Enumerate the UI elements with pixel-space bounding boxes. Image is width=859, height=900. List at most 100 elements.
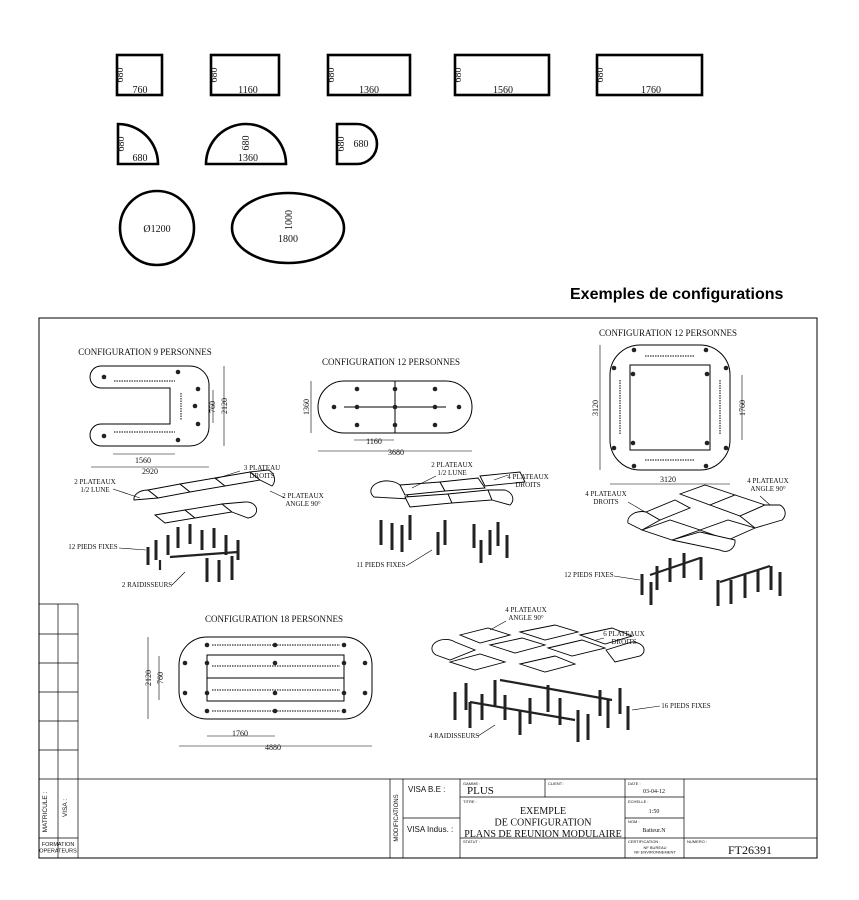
config-title: CONFIGURATION 12 PERSONNES xyxy=(322,357,460,367)
visa-indus-label: VISA Indus. : xyxy=(407,825,453,834)
numero-label: NUMERO : xyxy=(687,839,707,844)
text-line: 4 PLATEAUX xyxy=(505,606,546,614)
text-line: 6 PLATEAUX xyxy=(603,630,644,638)
dim-label: 680 xyxy=(453,68,464,83)
dim-label: 760 xyxy=(156,672,165,684)
dim-label: 680 xyxy=(133,153,148,164)
client-label: CLIENT : xyxy=(548,781,564,786)
gamme-label: GAMME : xyxy=(463,781,480,786)
module-catalog: 680 760 680 1160 680 1360 680 1560 680 1… xyxy=(115,53,704,267)
dim-label: 3120 xyxy=(591,400,600,416)
certification-label: CERTIFICATION : xyxy=(628,839,661,844)
module-rect-1560: 680 1560 xyxy=(453,53,551,97)
text-line: DROITS xyxy=(249,472,274,480)
text-line: DE CONFIGURATION xyxy=(495,818,592,829)
echelle-value: 1:50 xyxy=(649,809,660,815)
nom-value: Batteur.N xyxy=(642,828,666,834)
dim-label: 680 xyxy=(116,137,127,152)
dim-label: 680 xyxy=(354,139,369,150)
text-line: OPERATEURS xyxy=(39,848,77,854)
titre-label: TITRE : xyxy=(463,799,477,804)
dim-label: 680 xyxy=(326,68,337,83)
module-rect-1160: 680 1160 xyxy=(209,53,281,97)
dim-label: 2120 xyxy=(220,398,229,414)
gamme-value: PLUS xyxy=(467,785,494,797)
config-12a-plan: CONFIGURATION 12 PERSONNES 1360 1160 368… xyxy=(302,357,473,457)
module-rect-1360: 680 1360 xyxy=(326,53,412,97)
text-line: 2 PLATEAUX xyxy=(431,461,472,469)
text-line: 3 PLATEAU xyxy=(244,464,280,472)
text-line: ANGLE 90° xyxy=(285,500,320,508)
callout-text: 12 PIEDS FIXES xyxy=(564,571,614,579)
dim-label: 1560 xyxy=(493,85,513,96)
modifications-label: MODIFICATIONS xyxy=(394,794,400,841)
module-round-table: Ø1200 xyxy=(118,189,196,267)
config-18-plan: CONFIGURATION 18 PERSONNES 760 2120 1760… xyxy=(144,614,373,752)
sheet-frame xyxy=(38,317,818,859)
dim-label: 1160 xyxy=(366,437,382,446)
nom-label: NOM : xyxy=(628,819,640,824)
dim-label: 1800 xyxy=(278,234,298,245)
dim-label: Ø1200 xyxy=(143,224,170,235)
text-line: FORMATION xyxy=(42,842,75,848)
text-line: DROITS xyxy=(611,638,636,646)
dim-label: 4880 xyxy=(265,743,281,752)
text-line: 4 PLATEAUX xyxy=(585,490,626,498)
text-line: 2 PLATEAUX xyxy=(282,492,323,500)
dim-label: 1560 xyxy=(135,456,151,465)
config-title: CONFIGURATION 18 PERSONNES xyxy=(205,614,343,624)
text-line: ANGLE 90° xyxy=(508,614,543,622)
text-line: NF ENVIRONNEMENT xyxy=(634,850,676,855)
dim-label: 3680 xyxy=(388,448,404,457)
numero-value: FT26391 xyxy=(728,843,772,857)
dim-label: 680 xyxy=(209,68,220,83)
module-half-moon: 680 1360 xyxy=(204,122,288,166)
statut-label: STATUT : xyxy=(463,839,480,844)
visa-be-label: VISA B.E : xyxy=(408,785,445,794)
dim-label: 1760 xyxy=(738,400,747,416)
dim-label: 1000 xyxy=(284,210,295,230)
text-line: 4 PLATEAUX xyxy=(747,477,788,485)
dim-label: 760 xyxy=(208,401,217,413)
callout-text: 16 PIEDS FIXES xyxy=(661,702,711,710)
module-oval-table: 1000 1800 xyxy=(230,191,346,265)
matricule-label: MATRICULE : xyxy=(42,791,49,832)
dim-label: 1360 xyxy=(302,399,311,415)
dim-label: 760 xyxy=(133,85,148,96)
echelle-label: ECHELLE : xyxy=(628,799,648,804)
dim-label: 1160 xyxy=(238,85,258,96)
module-rect-1760: 680 1760 xyxy=(595,53,704,97)
text-line: PLANS DE REUNION MODULAIRE xyxy=(464,829,622,840)
dim-label: 3120 xyxy=(660,475,676,484)
dim-label: 1360 xyxy=(359,85,379,96)
date-value: 03-04-12 xyxy=(643,789,665,795)
text-line: 2 PLATEAUX xyxy=(74,478,115,486)
left-revision-grid xyxy=(39,603,817,858)
dim-label: 680 xyxy=(595,68,606,83)
text-line: 1/2 LUNE xyxy=(80,486,109,494)
dim-label: 2920 xyxy=(142,467,158,476)
module-rect-760: 680 760 xyxy=(115,53,164,97)
text-line: ANGLE 90° xyxy=(750,485,785,493)
config-9-plan: CONFIGURATION 9 PERSONNES 1560 2920 760 … xyxy=(78,347,229,476)
callout-text: 4 RAIDISSEURS xyxy=(429,732,479,740)
section-heading: Exemples de configurations xyxy=(570,286,784,303)
text-line: 1/2 LUNE xyxy=(437,469,466,477)
